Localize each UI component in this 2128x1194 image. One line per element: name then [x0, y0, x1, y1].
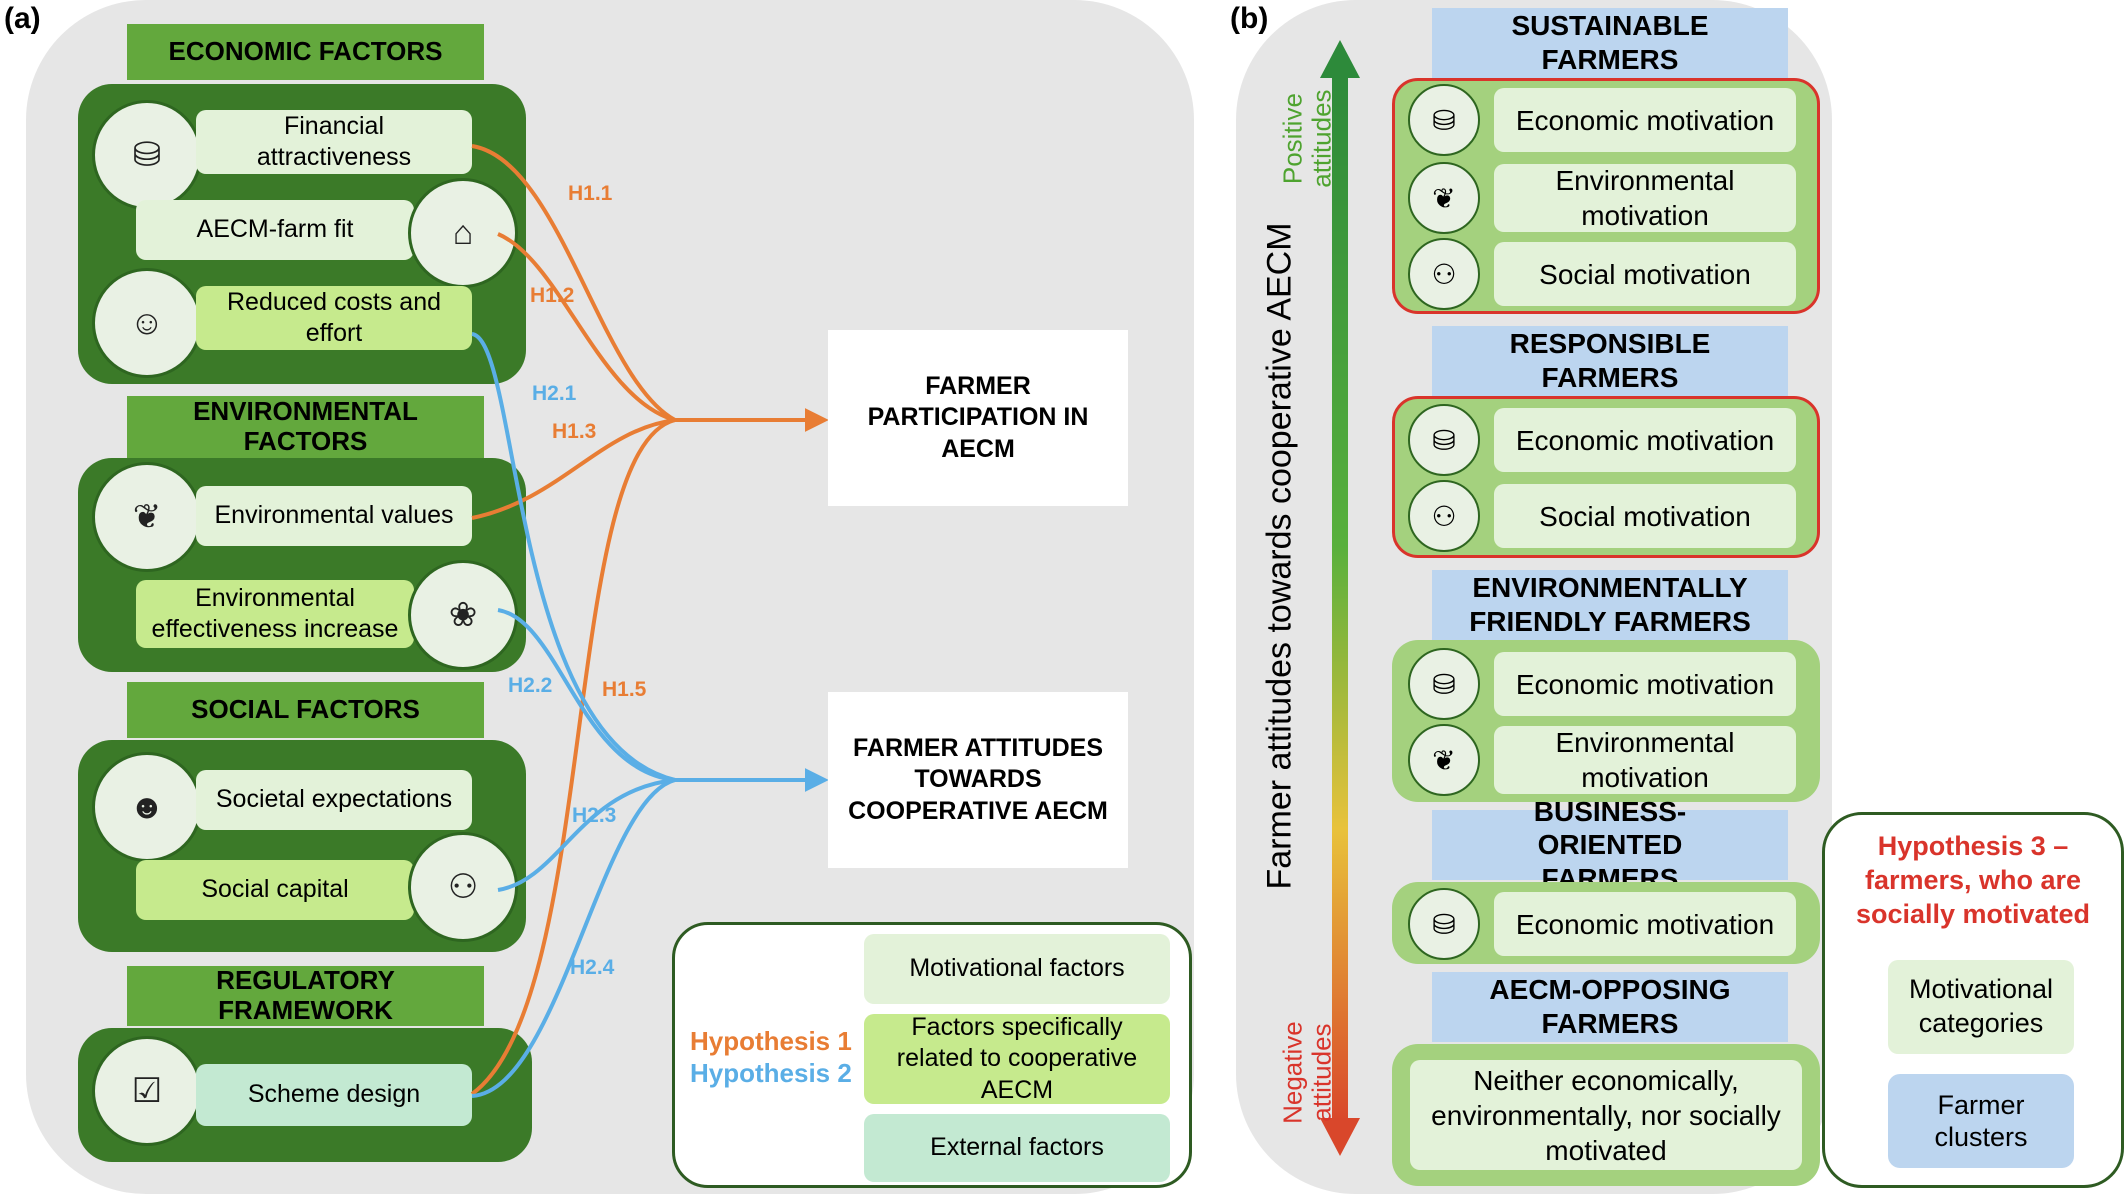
motivation-economic: Economic motivation — [1494, 88, 1796, 152]
motivation-economic: Economic motivation — [1494, 408, 1796, 472]
curve-h2-3 — [497, 778, 676, 892]
label-h1-5: H1.5 — [602, 678, 647, 701]
environmental-motivation-icon: ❦ — [1408, 724, 1480, 796]
legend-hypothesis-2: Hypothesis 2 — [690, 1058, 852, 1088]
category-header-economic: ECONOMIC FACTORS — [127, 24, 484, 80]
bee-hand-plant-icon: ❦ — [92, 462, 202, 572]
cluster-header-responsible: RESPONSIBLE FARMERS — [1432, 326, 1788, 396]
checklist-tree-icon: ☑ — [92, 1036, 202, 1146]
legend-motivational-categories: Motivational categories — [1888, 960, 2074, 1054]
motivation-environmental: Environmental motivation — [1494, 726, 1796, 794]
label-h2-3: H2.3 — [572, 804, 617, 827]
barn-bees-icon: ❀ — [408, 560, 518, 670]
economic-motivation-icon: ⛁ — [1408, 84, 1480, 156]
legend-external-factors: External factors — [864, 1114, 1170, 1182]
coins-barn-icon: ⛁ — [92, 100, 202, 210]
curve-h1-1 — [471, 144, 676, 422]
outcome-participation: FARMER PARTICIPATION IN AECM — [828, 330, 1128, 506]
environmental-motivation-icon: ❦ — [1408, 162, 1480, 234]
panel-a-label: (a) — [4, 2, 41, 35]
curve-h2-1 — [471, 332, 676, 782]
motivation-environmental: Environmental motivation — [1494, 164, 1796, 232]
curve-h1-3 — [471, 418, 676, 520]
factor-societal-expectations: Societal expectations — [196, 770, 472, 830]
label-h2-2: H2.2 — [508, 674, 553, 697]
positive-attitudes-label: Positive attitudes — [1277, 89, 1336, 188]
label-h1-3: H1.3 — [552, 420, 597, 443]
legend-farmer-clusters: Farmer clusters — [1888, 1074, 2074, 1168]
curve-h2-4 — [471, 778, 676, 1098]
cluster-header-aecm-opposing: AECM-OPPOSING FARMERS — [1432, 972, 1788, 1042]
attitude-axis-label: Farmer attitudes towards cooperative AEC… — [1260, 222, 1299, 890]
economic-motivation-icon: ⛁ — [1408, 888, 1480, 960]
social-motivation-icon: ⚇ — [1408, 480, 1480, 552]
factor-scheme-design: Scheme design — [196, 1064, 472, 1126]
legend-cooperative-factors: Factors specifically related to cooperat… — [864, 1013, 1170, 1104]
economic-motivation-icon: ⛁ — [1408, 404, 1480, 476]
legend-motivational-factors: Motivational factors — [864, 934, 1170, 1004]
cluster-header-business-oriented: BUSINESS-ORIENTED FARMERS — [1432, 796, 1788, 894]
category-header-social: SOCIAL FACTORS — [127, 682, 484, 738]
category-header-regulatory: REGULATORY FRAMEWORK — [127, 965, 484, 1026]
hypothesis-3-title: Hypothesis 3 – farmers, who are socially… — [1855, 831, 2091, 929]
label-h1-2: H1.2 — [530, 284, 575, 307]
motivation-economic: Economic motivation — [1494, 892, 1796, 956]
label-h1-1: H1.1 — [568, 182, 613, 205]
category-header-environmental: ENVIRONMENTAL FACTORS — [127, 396, 484, 458]
factor-environmental-values: Environmental values — [196, 486, 472, 546]
people-handshake-icon: ☻ — [92, 752, 202, 862]
network-icon: ⚇ — [408, 832, 518, 942]
outcome-attitudes: FARMER ATTITUDES TOWARDS COOPERATIVE AEC… — [828, 692, 1128, 868]
economic-motivation-icon: ⛁ — [1408, 648, 1480, 720]
factor-social-capital: Social capital — [136, 860, 414, 920]
attitude-gradient-arrow — [1320, 40, 1360, 1156]
factor-financial-attractiveness: Financial attractiveness — [196, 110, 472, 174]
label-h2-1: H2.1 — [532, 382, 577, 405]
cluster-header-sustainable: SUSTAINABLE FARMERS — [1432, 8, 1788, 78]
label-h2-4: H2.4 — [570, 956, 615, 979]
curve-h1-2 — [497, 232, 676, 422]
motivation-social: Social motivation — [1494, 242, 1796, 306]
legend-hypothesis-1: Hypothesis 1 — [690, 1026, 852, 1056]
motivation-economic: Economic motivation — [1494, 652, 1796, 716]
social-motivation-icon: ⚇ — [1408, 238, 1480, 310]
curve-h2-2 — [497, 608, 676, 782]
cluster-header-environmentally-friendly: ENVIRONMENTALLY FRIENDLY FARMERS — [1432, 570, 1788, 640]
factor-reduced-costs: Reduced costs and effort — [196, 286, 472, 350]
panel-b-label: (b) — [1230, 2, 1269, 35]
factor-environmental-effectiveness: Environmental effectiveness increase — [136, 580, 414, 648]
motivation-social: Social motivation — [1494, 484, 1796, 548]
curve-h1-5 — [470, 418, 676, 1096]
motivation-none: Neither economically, environmentally, n… — [1410, 1060, 1802, 1170]
factor-aecm-farm-fit: AECM-farm fit — [136, 200, 414, 260]
farmer-thumbsup-icon: ☺ — [92, 268, 202, 378]
barn-butterfly-icon: ⌂ — [408, 178, 518, 288]
negative-attitudes-label: Negative attitudes — [1277, 1021, 1336, 1124]
